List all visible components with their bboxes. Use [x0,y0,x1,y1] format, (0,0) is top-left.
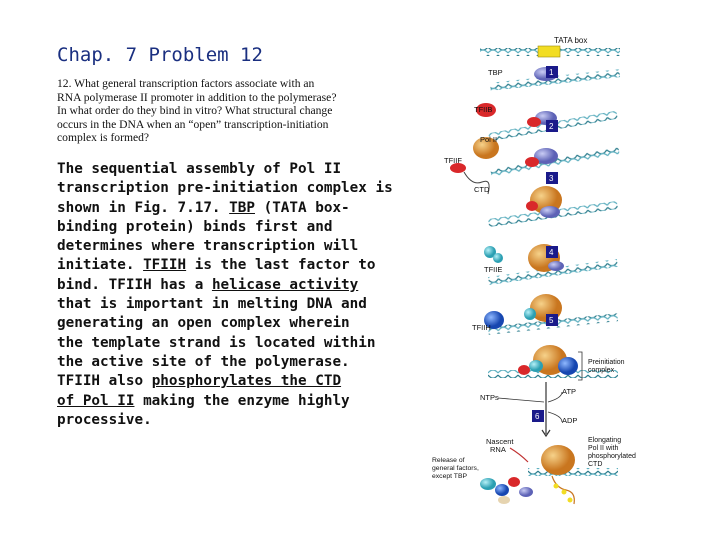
answer-text-span: shown in Fig. 7.17. [57,199,230,216]
answer-text: The sequential assembly of Pol II transc… [57,160,393,430]
tfiih-row: TFIIH 5 [472,294,619,335]
tfiie-row: TFIIE 4 [484,244,618,286]
answer-line: The sequential assembly of Pol II [57,161,342,177]
tfiif-label: TFIIF [444,156,462,165]
elongating-label-2: Pol II with [588,445,618,452]
tbp-label: TBP [488,68,503,77]
nascent-label-1: Nascent [486,437,514,446]
nascent-label-2: RNA [490,445,506,454]
step-1-label: 1 [549,68,554,77]
step-6-box [532,410,544,422]
release-label-1: Release of [432,457,465,464]
answer-line: the active site of the polymerase. [57,353,350,370]
answer-text-span: is the last factor to [186,257,376,274]
ntp-row: NTPs ATP ADP 6 [480,382,577,438]
tata-box-label: TATA box [554,36,587,45]
answer-text-span: bind. TFIIH has a [57,276,212,293]
preinitiation-label-2: complex [588,367,615,374]
answer-line: the template strand is located within [57,334,376,351]
step-4-label: 4 [549,248,554,257]
assembly-figure: TATA box TBP 1 TFIIB 2 Pol II TFIIF CTD [432,36,636,505]
helicase-term: helicase activity [211,276,359,293]
dna-tata-row: TATA box [480,36,620,58]
ctd-label: CTD [474,185,490,194]
question-line: RNA polymerase II promoter in addition t… [57,90,337,104]
step-1-box [546,66,558,78]
tfiib-row: TFIIB 2 [474,103,618,142]
answer-line: processive. [57,411,152,428]
tfiih-label: TFIIH [472,323,491,332]
pol2-bound-row: 3 [488,172,618,228]
tbp-term: TBP [229,199,255,216]
answer-line: shown in Fig. 7.17. TBP (TATA box- [57,199,387,218]
atp-label: ATP [562,387,576,396]
elongating-label-4: CTD [588,461,602,468]
elongation-row: Nascent RNA Release of general factors, … [432,437,636,505]
pol2-row: Pol II TFIIF CTD [444,135,620,195]
answer-line: of Pol II making the enzyme highly [57,392,387,411]
answer-line: binding protein) binds first and [57,218,333,235]
question-line: occurs in the DNA when an “open” transcr… [57,117,329,131]
step-3-label: 3 [549,174,554,183]
answer-line: transcription pre-initiation complex is [57,180,393,197]
question-line: In what order do they bind in vitro? Wha… [57,104,333,118]
slide-title: Chap. 7 Problem 12 [57,44,263,66]
step-5-box [546,314,558,326]
answer-line: determines where transcription will [57,238,359,255]
step-2-box [546,120,558,132]
tbp-row: TBP 1 [488,66,621,91]
elongating-label-1: Elongating [588,437,621,444]
step-5-label: 5 [549,316,554,325]
tfiih-term: TFIIH [143,257,187,274]
question-text: 12. What general transcription factors a… [57,77,369,145]
adp-label: ADP [562,416,577,425]
preinitiation-label-1: Preinitiation [588,359,625,366]
ntps-label: NTPs [480,393,499,402]
step-4-box [546,246,558,258]
step-6-label: 6 [535,412,540,421]
tfiib-label: TFIIB [474,105,492,114]
answer-line: generating an open complex wherein [57,315,350,332]
phosphorylates-term: phosphorylates the CTD [151,373,342,390]
question-line: complex is formed? [57,131,150,145]
preinitiation-row: Preinitiation complex [488,345,625,381]
pol2-term: of Pol II [57,392,135,409]
step-2-label: 2 [549,122,554,131]
answer-text-span: (TATA box- [254,199,350,216]
answer-text-span: initiate. [57,257,144,274]
answer-text-span: TFIIH also [57,373,152,390]
answer-line: that is important in melting DNA and [57,296,367,313]
tfiie-label: TFIIE [484,265,502,274]
release-label-3: except TBP [432,473,467,480]
step-3-box [546,172,558,184]
elongating-label-3: phosphorylated [588,453,636,460]
answer-line: TFIIH also phosphorylates the CTD [57,372,387,391]
answer-line: initiate. TFIIH is the last factor to [57,256,387,275]
question-line: 12. What general transcription factors a… [57,77,315,90]
answer-line: bind. TFIIH has a helicase activity [57,276,387,295]
answer-text-span: making the enzyme highly [134,392,350,409]
release-label-2: general factors, [432,465,479,472]
pol2-label: Pol II [480,135,497,144]
